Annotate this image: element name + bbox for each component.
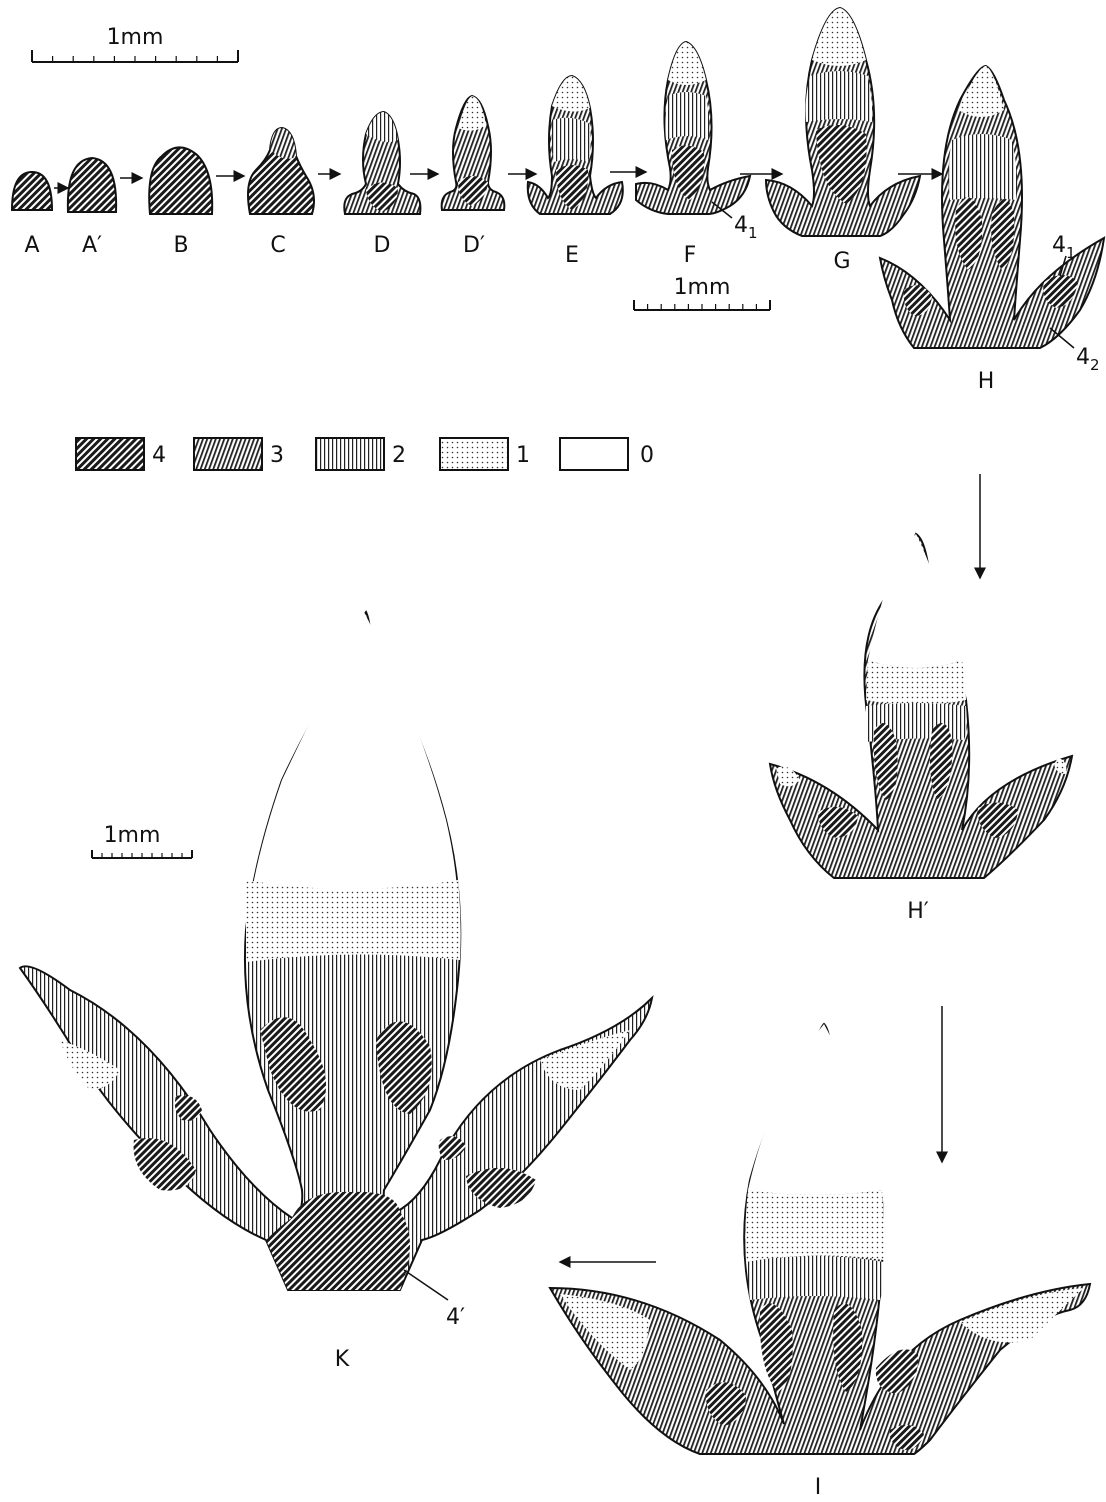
scale-bar-left: 1mm — [92, 823, 192, 858]
stage-label-F: F — [684, 243, 697, 268]
legend-label-1: 1 — [516, 443, 530, 468]
scale-label-top: 1mm — [107, 25, 164, 50]
stage-label-D: D — [374, 233, 391, 258]
stage-H-prime-shape — [770, 534, 1072, 878]
stage-label-H: H — [978, 369, 995, 394]
stage-E-shape — [528, 76, 623, 214]
stage-label-A: A — [24, 233, 39, 258]
annotation-H-4-2: 4 — [1076, 345, 1090, 370]
stage-G-shape — [766, 8, 920, 236]
legend-label-0: 0 — [640, 443, 654, 468]
pattern-legend: 4 3 2 1 0 — [76, 438, 654, 470]
legend-swatch-0 — [560, 438, 628, 470]
annotation-F-4-1-sub: 1 — [748, 224, 758, 242]
scale-bar-top: 1mm — [32, 25, 238, 62]
annotation-F-4-1: 4 — [734, 213, 748, 238]
stage-C-shape — [248, 128, 314, 214]
stage-label-K: K — [335, 1347, 350, 1372]
annotation-H-4-2-sub: 2 — [1090, 356, 1100, 374]
annotation-K-4-prime: 4′ — [446, 1305, 465, 1330]
stage-D-prime-shape — [442, 96, 505, 210]
legend-swatch-1 — [440, 438, 508, 470]
stage-label-A-prime: A′ — [82, 233, 102, 258]
stage-A-shape — [12, 172, 52, 210]
stage-label-D-prime: D′ — [463, 233, 485, 258]
legend-label-4: 4 — [152, 443, 166, 468]
annotation-H-4-1: 4 — [1052, 233, 1066, 258]
legend-swatch-3 — [194, 438, 262, 470]
legend-swatch-4 — [76, 438, 144, 470]
stage-K-shape — [20, 612, 652, 1290]
stage-B-shape — [149, 147, 212, 214]
legend-label-2: 2 — [392, 443, 406, 468]
stage-label-C: C — [270, 233, 285, 258]
stage-A-prime-shape — [68, 158, 116, 212]
stage-I-shape — [550, 1024, 1090, 1454]
legend-label-3: 3 — [270, 443, 284, 468]
stage-label-G: G — [833, 249, 850, 274]
scale-bar-middle: 1mm — [634, 275, 770, 310]
stage-label-H-prime: H′ — [907, 899, 929, 924]
legend-swatch-2 — [316, 438, 384, 470]
scale-label-middle: 1mm — [674, 275, 731, 300]
stage-F-shape — [636, 42, 750, 214]
stage-D-shape — [344, 112, 420, 214]
scale-label-left: 1mm — [104, 823, 161, 848]
stage-label-E: E — [565, 243, 579, 268]
stage-H-shape — [880, 66, 1104, 348]
stage-label-I: I — [815, 1475, 822, 1500]
stage-label-B: B — [173, 233, 188, 258]
annotation-H-4-1-sub: 1 — [1066, 244, 1076, 262]
